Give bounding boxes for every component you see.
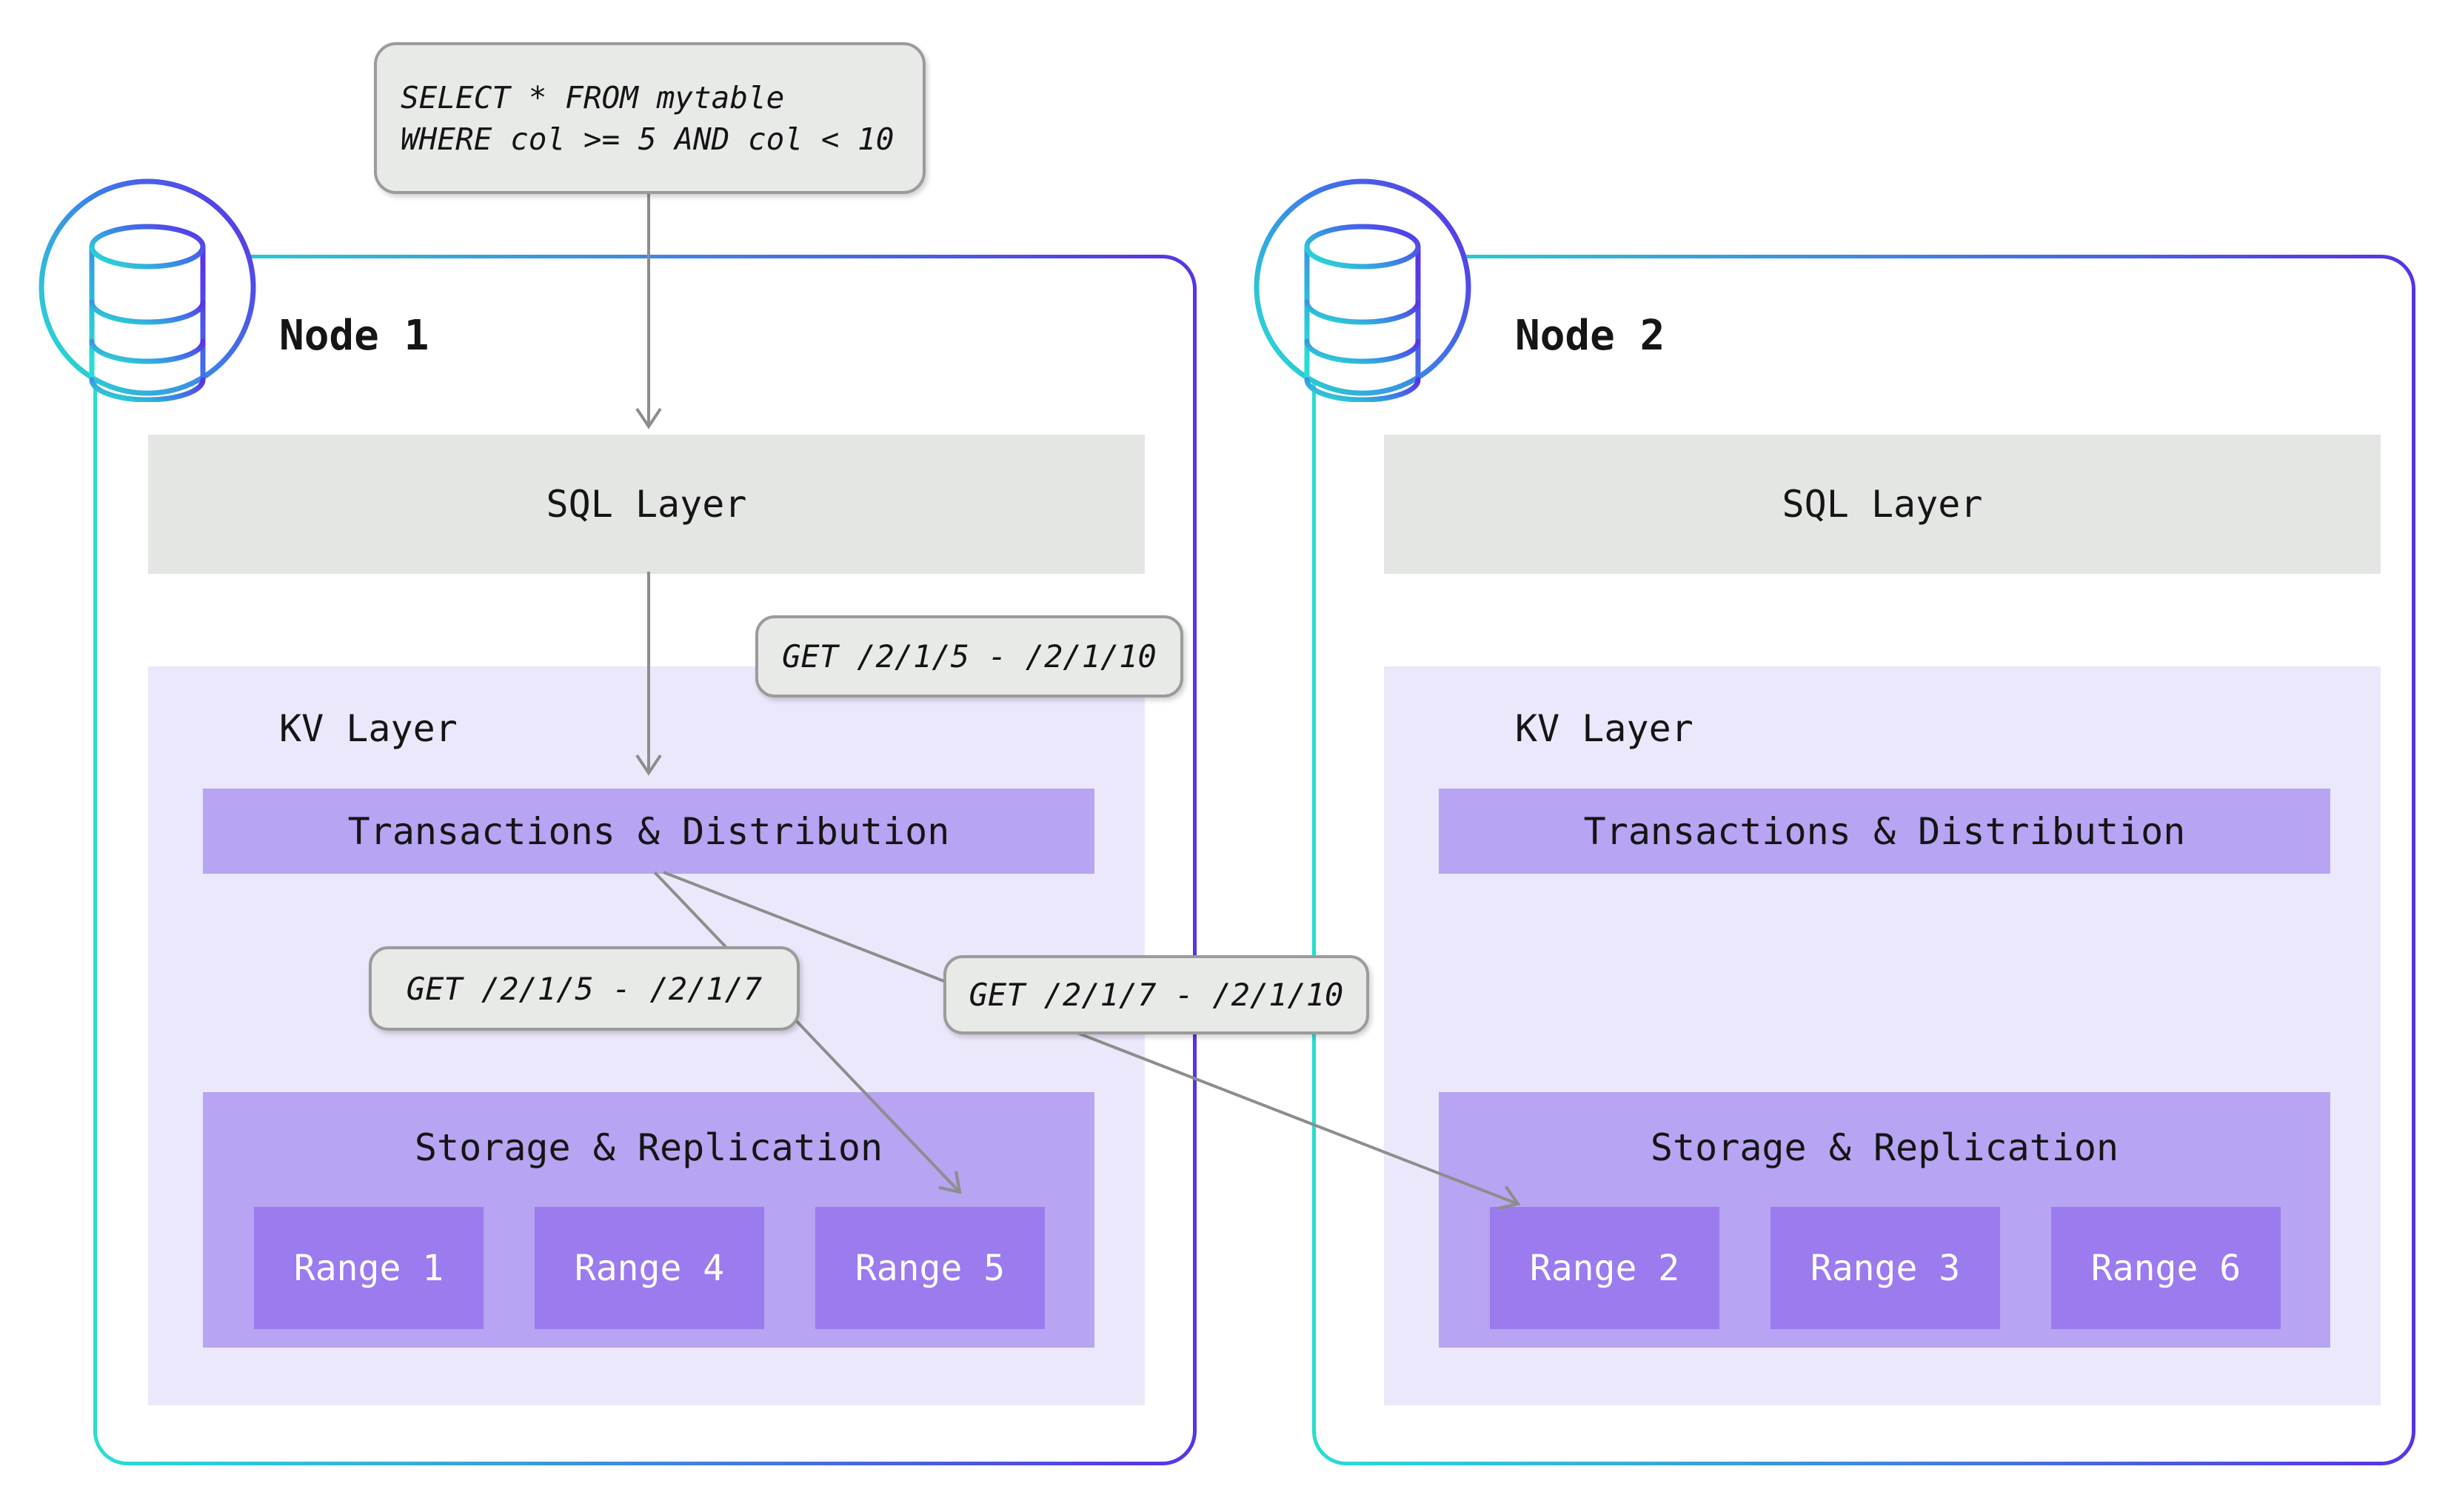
node-1-kv-layer-label: KV Layer [279, 707, 458, 750]
node-2-kv-layer-label: KV Layer [1515, 707, 1693, 750]
get-request-label-right: GET /2/1/7 - /2/1/10 [943, 955, 1369, 1034]
node-2-title: Node 2 [1515, 312, 1665, 360]
node-1-range-box: Range 1 [254, 1207, 484, 1329]
database-icon [39, 178, 256, 402]
get-request-label-left: GET /2/1/5 - /2/1/7 [369, 946, 800, 1031]
sql-query-line: SELECT * FROM mytable [401, 79, 785, 116]
sql-query-label: SELECT * FROM mytable WHERE col >= 5 AND… [374, 42, 926, 194]
node-1-range-box: Range 5 [815, 1207, 1045, 1329]
node-1-sql-layer: SQL Layer [148, 435, 1145, 574]
node-2-range-box: Range 6 [2051, 1207, 2281, 1329]
node-2-container: Node 2 SQL Layer KV Layer Transactions &… [1312, 255, 2415, 1465]
node-2-range-box: Range 2 [1490, 1207, 1719, 1329]
node-1-storage-label: Storage & Replication [414, 1126, 883, 1169]
node-1-range-box: Range 4 [535, 1207, 764, 1329]
get-request-label-full: GET /2/1/5 - /2/1/10 [755, 615, 1183, 698]
node-1-title: Node 1 [279, 312, 429, 360]
node-2-transactions-bar: Transactions & Distribution [1439, 789, 2330, 874]
node-1-transactions-bar: Transactions & Distribution [203, 789, 1094, 874]
node-1-container: Node 1 SQL Layer KV Layer Transactions &… [93, 255, 1197, 1465]
node-2-storage-label: Storage & Replication [1650, 1126, 2119, 1169]
node-2-sql-layer: SQL Layer [1384, 435, 2381, 574]
database-icon [1254, 178, 1471, 402]
sql-query-line: WHERE col >= 5 AND col < 10 [401, 121, 895, 157]
node-2-range-box: Range 3 [1770, 1207, 2000, 1329]
